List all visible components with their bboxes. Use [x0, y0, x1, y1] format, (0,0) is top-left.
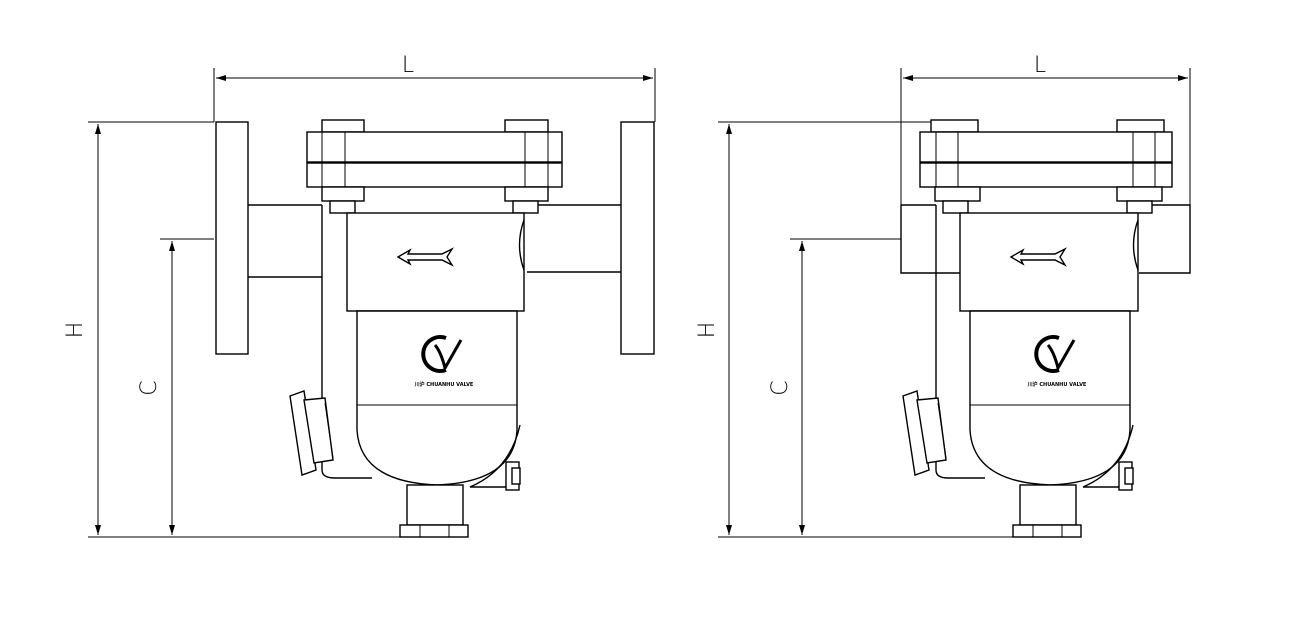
body-curve [1132, 219, 1139, 271]
flow-arrow-icon [1009, 247, 1067, 267]
brand-logo: 川沪 CHUANHU VALVE [414, 335, 474, 388]
logo-text: 川沪 CHUANHU VALVE [1027, 381, 1087, 388]
inlet-pipe [248, 204, 322, 278]
height-label: H [695, 322, 720, 339]
length-label: L [402, 53, 414, 78]
socket-ends [900, 204, 1191, 274]
dimension-center-left: C [137, 238, 214, 535]
blowdown-valve [289, 390, 334, 476]
height-label: H [63, 322, 88, 339]
center-label: C [137, 380, 162, 395]
body-curve [518, 219, 525, 271]
bottom-outlet [1012, 484, 1082, 538]
length-label: L [1034, 53, 1046, 78]
drawing-right: L H C [695, 53, 1191, 538]
strainer-body-top [959, 212, 1139, 312]
dimension-length-left: L [213, 53, 656, 122]
strainer-body-top [346, 212, 525, 312]
cover-assembly [306, 119, 563, 214]
body-outline [935, 205, 985, 479]
dimension-height-right: H [695, 121, 1015, 538]
flow-arrow-icon [396, 247, 454, 267]
center-label: C [768, 380, 793, 395]
drain-plug [1118, 461, 1134, 491]
bottom-outlet [399, 484, 469, 538]
drain-plug [505, 461, 521, 491]
outlet-flange [620, 121, 655, 355]
dimension-length-right: L [900, 53, 1191, 205]
outlet-pipe [527, 204, 621, 273]
cover-assembly [919, 119, 1173, 214]
body-outline [321, 205, 372, 479]
blowdown-valve [902, 390, 947, 476]
drawing-left: L H C [63, 53, 656, 538]
brand-logo: 川沪 CHUANHU VALVE [1027, 335, 1087, 388]
logo-text: 川沪 CHUANHU VALVE [414, 381, 474, 388]
inlet-flange [215, 121, 249, 355]
dimension-center-right: C [768, 238, 901, 535]
dimension-height-left: H [63, 121, 400, 538]
